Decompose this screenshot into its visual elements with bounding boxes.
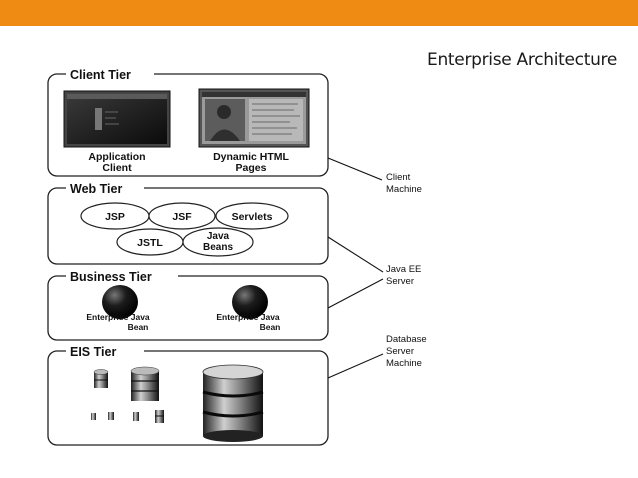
- client-machine-connector: [327, 157, 383, 181]
- enterprise-bean-icon: [232, 285, 268, 319]
- servlets-component: [215, 202, 289, 230]
- bean-label-left-line2: Bean: [128, 322, 149, 332]
- dynamic-html-label-line2: Pages: [236, 162, 267, 174]
- database-cylinder-icon: [93, 369, 109, 388]
- jstl-label: JSTL: [137, 237, 163, 249]
- web-tier: Web Tier JSP JSF Servlets JSTL Java Bean…: [47, 181, 329, 265]
- web-tier-title: Web Tier: [70, 182, 122, 196]
- bean-label-right-line1: Enterprise Java: [216, 312, 280, 322]
- slide-title: Enterprise Architecture: [427, 50, 618, 70]
- database-machine-label-line1: Database: [386, 334, 427, 345]
- database-cylinder-icon: [108, 412, 114, 420]
- database-cylinder-icon: [91, 413, 96, 420]
- java-beans-label-line1: Java: [207, 231, 230, 242]
- database-machine-label-line3: Machine: [386, 358, 422, 369]
- jsf-component: [148, 202, 216, 230]
- dynamic-html-label-line1: Dynamic HTML: [213, 151, 289, 163]
- bean-label-right-line2: Bean: [260, 322, 281, 332]
- servlets-label: Servlets: [232, 211, 273, 223]
- client-tier-box: [47, 73, 329, 177]
- java-beans-component: [182, 227, 254, 257]
- java-ee-server-label-line2: Server: [386, 276, 414, 287]
- top-accent-bar: [0, 0, 638, 26]
- enterprise-bean-icon: [102, 285, 138, 319]
- client-tier-title: Client Tier: [70, 68, 131, 82]
- business-tier-title: Business Tier: [70, 270, 152, 284]
- client-tier: Client Tier Application Client: [47, 67, 329, 177]
- database-cylinder-icon: [133, 412, 139, 421]
- web-tier-box: [47, 187, 329, 265]
- eis-tier-title: EIS Tier: [70, 345, 116, 359]
- client-machine-label-line2: Machine: [386, 184, 422, 195]
- bean-label-left-line1: Enterprise Java: [86, 312, 150, 322]
- database-cylinder-icon: [155, 410, 164, 423]
- browser-page-icon: [198, 88, 310, 148]
- java-ee-server-label-line1: Java EE: [386, 264, 421, 275]
- java-beans-label-line2: Beans: [203, 242, 233, 253]
- business-tier-box: [47, 275, 329, 341]
- eis-tier: EIS Tier: [47, 344, 329, 446]
- jsp-label: JSP: [105, 211, 125, 223]
- machine-connectors: [327, 157, 384, 379]
- server-connector-business: [327, 278, 384, 309]
- jsf-label: JSF: [172, 211, 192, 223]
- server-connector-web: [327, 236, 384, 273]
- business-tier: Business Tier Enterprise Java Bean Enter…: [47, 269, 329, 341]
- application-client-label-line1: Application: [88, 151, 145, 163]
- application-client-label-line2: Client: [102, 162, 132, 174]
- client-machine-label-line1: Client: [386, 172, 411, 183]
- database-machine-label-line2: Server: [386, 346, 414, 357]
- eis-tier-box: [47, 350, 329, 446]
- database-cylinder-icon: [202, 364, 264, 442]
- database-machine-connector: [327, 353, 384, 379]
- application-window-icon: [63, 90, 171, 148]
- database-cylinder-icon: [130, 366, 160, 401]
